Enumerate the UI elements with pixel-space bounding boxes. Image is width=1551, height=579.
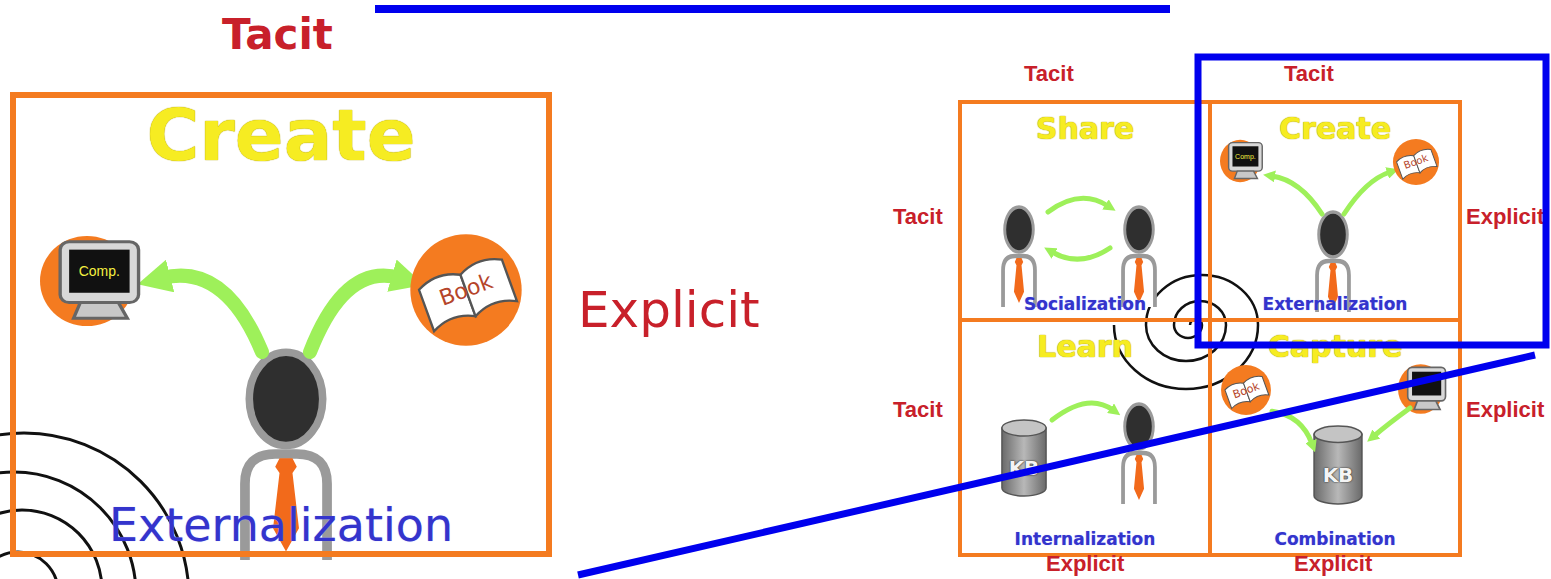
quadrant-box: CaptureCombination BookKB xyxy=(1208,318,1462,557)
axis-label: Tacit xyxy=(893,398,943,422)
monitor xyxy=(1408,367,1446,400)
computer-icon xyxy=(1398,364,1446,414)
book-icon: Book xyxy=(408,232,524,348)
axis-label: Tacit xyxy=(1024,62,1074,86)
axis-label: Tacit xyxy=(1284,62,1334,86)
process-name: Externalization xyxy=(16,500,546,551)
blue-bar xyxy=(375,5,1170,13)
book-icon: Book xyxy=(1220,364,1272,416)
green-arrow xyxy=(1052,248,1110,259)
monitor xyxy=(60,242,138,303)
person-figure xyxy=(1123,404,1155,504)
process-name: Combination xyxy=(1212,530,1458,549)
process-name: Internalization xyxy=(962,530,1208,549)
blue-line xyxy=(578,355,1535,575)
icon-label: Book xyxy=(1385,131,1447,193)
monitor-stand xyxy=(74,303,128,319)
axis-label: Explicit xyxy=(578,283,760,338)
green-arrow xyxy=(1272,176,1322,214)
cylinder-top xyxy=(1002,420,1046,436)
arrows xyxy=(162,172,1410,436)
cylinder-top xyxy=(1314,426,1362,442)
monitor xyxy=(1229,143,1263,172)
axis-label: Explicit xyxy=(1466,398,1544,422)
icon-label: KB xyxy=(1000,442,1048,494)
screen xyxy=(1412,372,1441,396)
quadrant-title: Learn xyxy=(962,330,1208,363)
quadrant-title: Create xyxy=(16,96,546,175)
comp-icon: Comp. xyxy=(40,232,152,330)
axis-label: Explicit xyxy=(1046,552,1124,576)
knowledge-base: KB xyxy=(1312,424,1364,506)
monitor-stand xyxy=(1234,171,1257,178)
icon-label: Book xyxy=(1213,357,1280,424)
flow-arrow xyxy=(1272,411,1312,444)
green-arrow xyxy=(1052,403,1113,420)
icon-label: KB xyxy=(1312,449,1364,502)
green-arrow xyxy=(162,276,262,352)
quadrant-box: CreateExternalization Comp. Book xyxy=(10,92,552,557)
knowledge-base: KB xyxy=(1000,418,1048,498)
quadrant-box: LearnInternalization KB xyxy=(958,318,1212,557)
axis-label: Explicit xyxy=(1466,205,1544,229)
quadrant-title: Share xyxy=(962,112,1208,145)
green-arrow xyxy=(1374,408,1410,436)
process-name: Externalization xyxy=(1212,295,1458,314)
quadrant-title: Capture xyxy=(1212,330,1458,363)
process-name: Socialization xyxy=(962,295,1208,314)
quadrant-box: CreateExternalizationComp.Book xyxy=(1208,100,1462,322)
comp-icon: Comp. xyxy=(1220,138,1268,184)
green-arrow xyxy=(1048,198,1108,212)
quadrant-box: ShareSocialization xyxy=(958,100,1212,322)
green-arrow xyxy=(310,276,400,352)
axis-label: Tacit xyxy=(893,205,943,229)
axis-label: Explicit xyxy=(1294,552,1372,576)
computer-icon xyxy=(1220,138,1268,184)
green-arrow xyxy=(1344,172,1390,214)
person-figure xyxy=(1123,207,1155,307)
book-icon: Book xyxy=(1392,138,1440,186)
icon-label: Comp. xyxy=(69,250,129,293)
person-figure xyxy=(1003,207,1035,307)
screen xyxy=(69,250,129,293)
icon-label: Comp. xyxy=(1232,146,1258,166)
monitor-stand xyxy=(1414,401,1440,410)
screen xyxy=(1232,146,1258,166)
blue-highlight-frame xyxy=(1198,57,1546,345)
computer-icon xyxy=(40,232,152,330)
icon-circle xyxy=(1398,364,1443,414)
axis-label: Tacit xyxy=(222,12,333,58)
icon-label: Book xyxy=(392,216,541,365)
